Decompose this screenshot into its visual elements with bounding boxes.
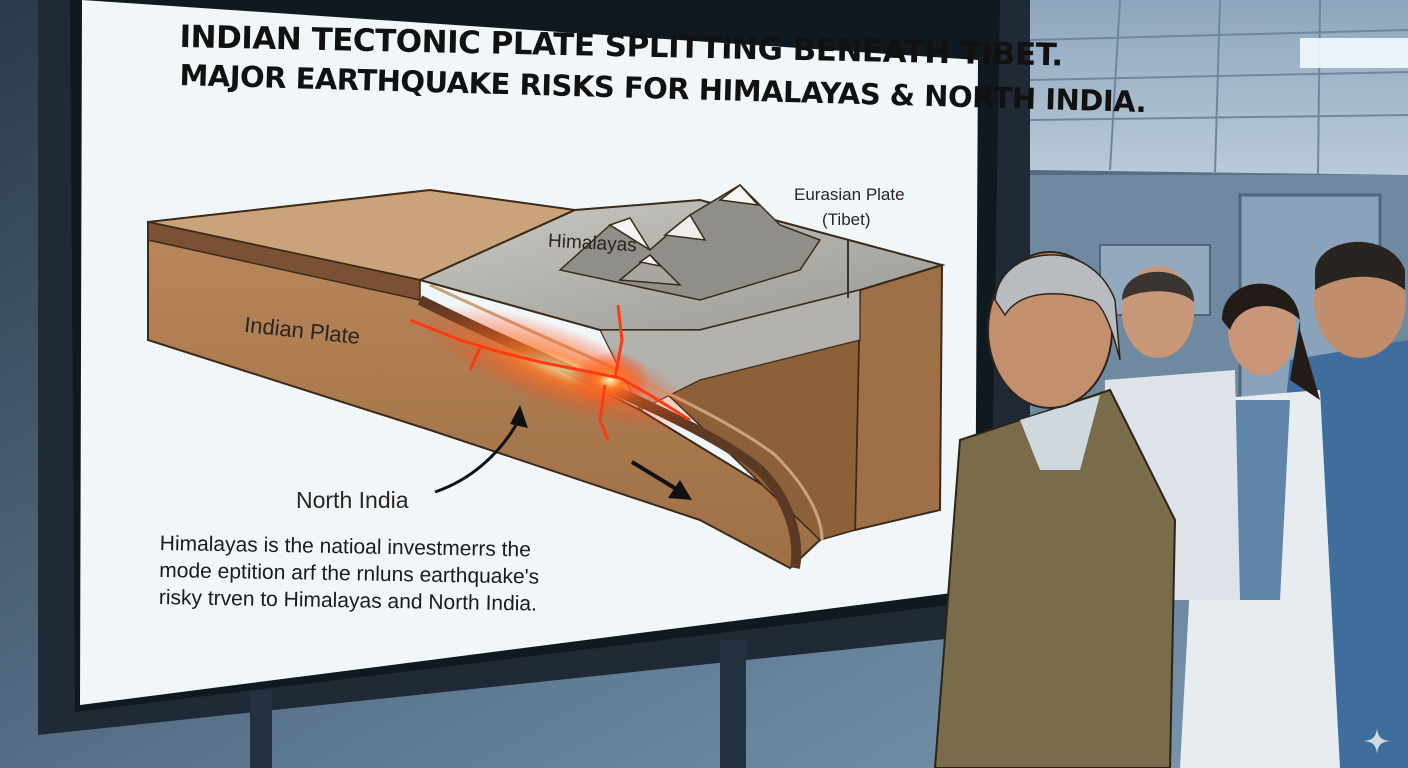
- screen-caption: Himalayas is the natioal investmerrs the…: [159, 530, 540, 618]
- sparkle-icon: [1364, 728, 1390, 754]
- person-front: [933, 251, 1177, 768]
- label-tibet: (Tibet): [822, 210, 871, 229]
- label-eurasian-plate: Eurasian Plate: [794, 185, 905, 204]
- label-himalayas: Himalayas: [547, 230, 638, 257]
- screen-headline: INDIAN TECTONIC PLATE SPLITTING BENEATH …: [179, 18, 1147, 119]
- label-north-india: North India: [296, 487, 409, 513]
